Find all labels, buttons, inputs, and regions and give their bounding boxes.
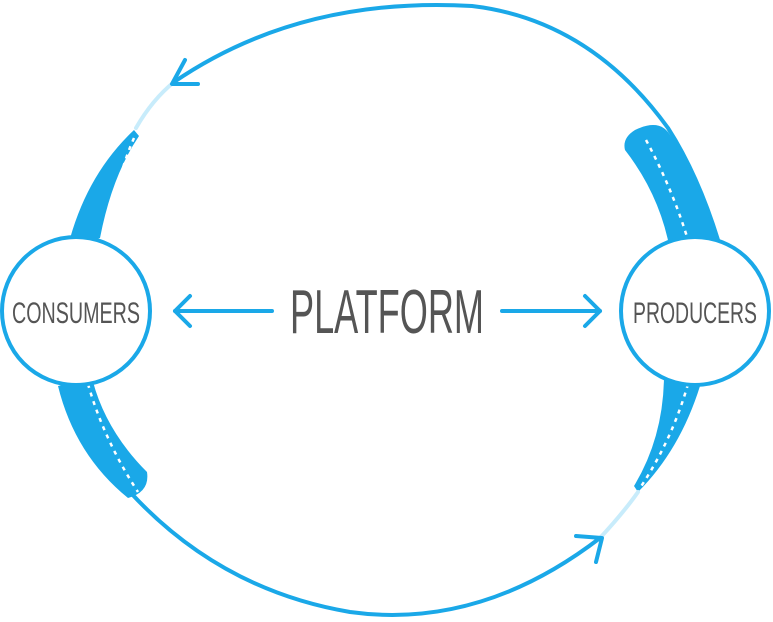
consumers-label: CONSUMERS	[12, 297, 140, 330]
producers-label: PRODUCERS	[633, 297, 757, 330]
consumers-lower-dotted-line	[86, 383, 140, 493]
consumers-upper-dotted-line	[106, 137, 136, 239]
bottom-right-arrowhead-icon	[574, 534, 604, 564]
top-left-arrowhead-icon	[170, 58, 200, 86]
producers-upper-crescent	[624, 125, 716, 250]
right-arrow	[500, 294, 602, 328]
bottom-arc	[128, 490, 602, 617]
consumers-node: CONSUMERS	[0, 235, 152, 387]
bottom-right-fade-segment	[598, 490, 640, 540]
platform-label: PLATFORM	[290, 278, 484, 347]
consumers-lower-crescent	[58, 378, 148, 498]
producers-node: PRODUCERS	[619, 235, 771, 387]
producers-lower-dotted-line	[638, 383, 690, 489]
producers-lower-crescent	[634, 378, 700, 492]
top-arc	[172, 2, 720, 242]
top-left-fade-segment	[134, 80, 176, 130]
left-arrow	[173, 294, 274, 328]
producers-upper-dotted-line	[644, 139, 690, 241]
right-arrowhead-icon	[583, 294, 602, 328]
consumers-upper-crescent	[68, 130, 139, 246]
left-arrowhead-icon	[173, 294, 192, 328]
